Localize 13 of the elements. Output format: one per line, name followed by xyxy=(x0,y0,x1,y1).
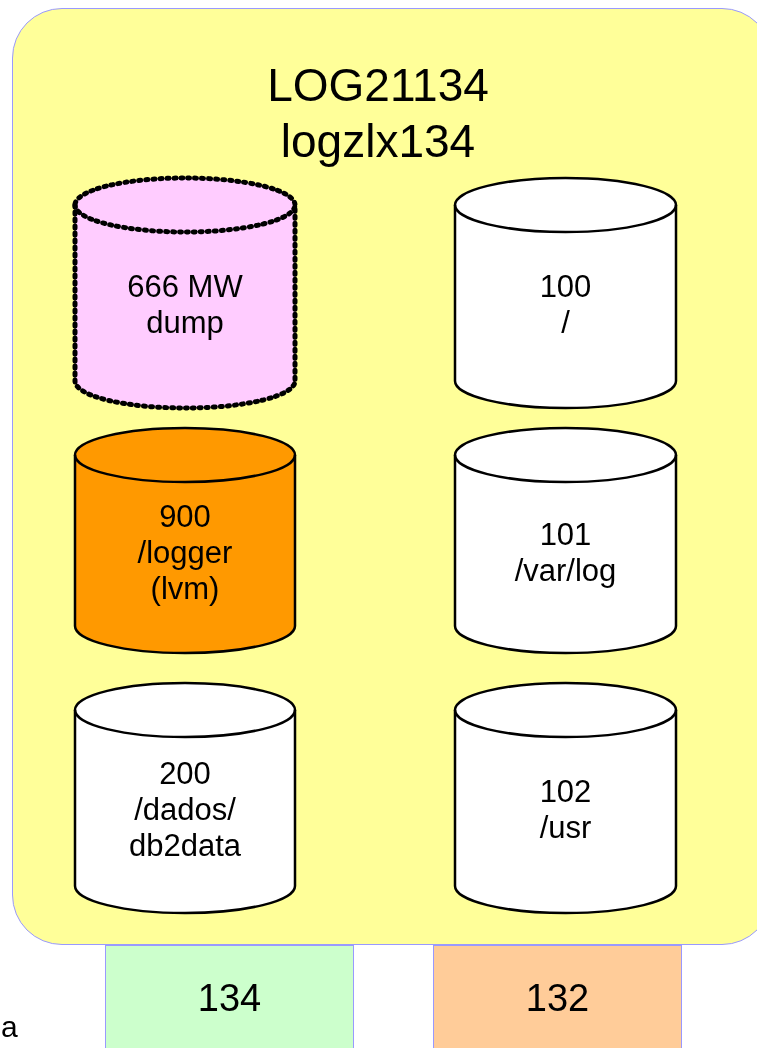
volume-label: 100 / xyxy=(538,269,593,341)
host-panel xyxy=(12,8,757,945)
id-tab xyxy=(433,945,682,1048)
volume-label: 666 MW dump xyxy=(126,269,244,341)
note-text: a xyxy=(1,1010,18,1044)
volume-label: 101 /var/log xyxy=(513,516,618,589)
id-tab xyxy=(105,945,354,1048)
tab-label: 134 xyxy=(196,976,263,1020)
volume-label: 102 /usr xyxy=(538,774,593,846)
tab-label: 132 xyxy=(524,976,591,1020)
volume-label: 900 /logger (lvm) xyxy=(136,498,234,607)
volume-label: 200 /dados/ db2data xyxy=(127,756,243,864)
host-title: LOG21134 logzlx134 xyxy=(266,58,490,169)
